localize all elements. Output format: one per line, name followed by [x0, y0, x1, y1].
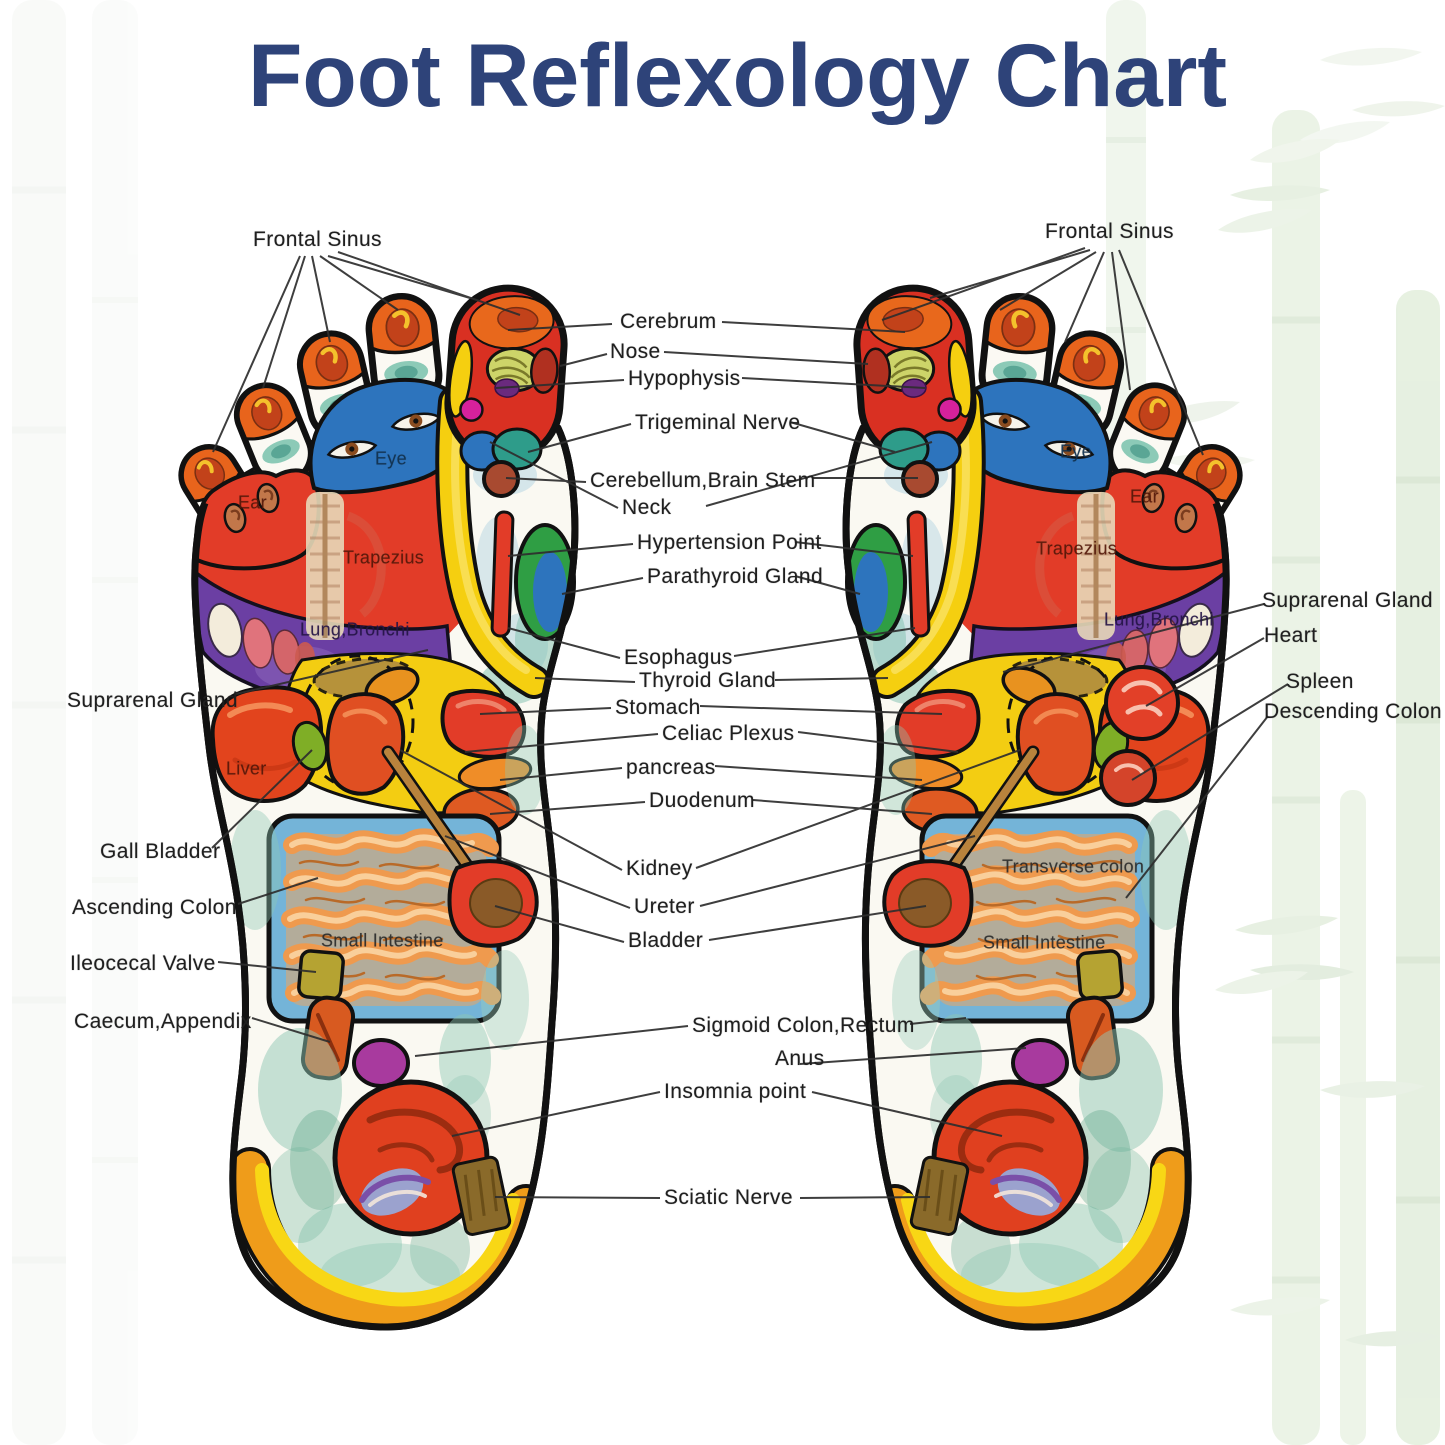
label-hypertension-point: Hypertension Point [637, 531, 822, 554]
left-foot-illustration [171, 284, 575, 1327]
label-frontal-sinus-left: Frontal Sinus [253, 228, 382, 251]
label-hypophysis: Hypophysis [628, 367, 741, 390]
label-caecum-appendix: Caecum,Appendix [74, 1010, 252, 1033]
label-sigmoid-colon-rectum: Sigmoid Colon,Rectum [692, 1014, 915, 1037]
left-foot-eye-label: Eye [375, 448, 407, 469]
label-insomnia-point: Insomnia point [664, 1080, 807, 1103]
label-ileocecal-valve: Ileocecal Valve [70, 952, 216, 975]
right-foot-eye-label: Eye [1060, 441, 1092, 462]
label-suprarenal-gland-left: Suprarenal Gland [67, 689, 239, 712]
label-celiac-plexus: Celiac Plexus [662, 722, 795, 745]
label-cerebellum-brain-stem: Cerebellum,Brain Stem [590, 469, 816, 492]
label-parathyroid-gland: Parathyroid Gland [647, 565, 824, 588]
right-foot-trapezius-label: Trapezius [1036, 538, 1118, 559]
label-ureter: Ureter [634, 895, 695, 918]
label-pancreas: pancreas [626, 756, 716, 779]
label-esophagus: Esophagus [624, 646, 733, 669]
label-nose: Nose [610, 340, 661, 363]
label-descending-colon: Descending Colon [1264, 700, 1443, 723]
left-foot-lung-bronchi-label: Lung,Bronchi [300, 619, 410, 640]
bamboo-watermark [12, 0, 1445, 1445]
label-trigeminal-nerve: Trigeminal Nerve [635, 411, 801, 434]
label-gall-bladder: Gall Bladder [100, 840, 221, 863]
right-foot-ear-label: Ear [1130, 486, 1159, 507]
right-foot-lung-bronchi-label: Lung,Bronchi [1104, 609, 1214, 630]
label-thyroid-gland: Thyroid Gland [639, 669, 777, 692]
right-foot-illustration [846, 284, 1250, 1327]
label-spleen: Spleen [1286, 670, 1354, 693]
page-title: Foot Reflexology Chart [247, 25, 1228, 125]
label-neck: Neck [622, 496, 672, 519]
label-anus: Anus [775, 1047, 825, 1070]
spleen-zone [1099, 749, 1157, 807]
label-frontal-sinus-right: Frontal Sinus [1045, 220, 1174, 243]
left-foot-liver-label: Liver [226, 758, 267, 779]
label-kidney: Kidney [626, 857, 693, 880]
label-suprarenal-gland-right: Suprarenal Gland [1262, 589, 1434, 612]
left-foot-small-intestine-label: Small Intestine [321, 930, 444, 951]
left-foot-ear-label: Ear [238, 492, 267, 513]
right-foot-transverse-colon-label: Transverse colon [1002, 856, 1145, 877]
label-duodenum: Duodenum [649, 789, 755, 812]
label-sciatic-nerve: Sciatic Nerve [664, 1186, 793, 1209]
label-cerebrum: Cerebrum [620, 310, 717, 333]
label-bladder: Bladder [628, 929, 704, 952]
label-stomach: Stomach [615, 696, 701, 719]
left-foot-trapezius-label: Trapezius [343, 547, 425, 568]
label-heart: Heart [1264, 624, 1318, 647]
label-ascending-colon: Ascending Colon [72, 896, 237, 919]
leader-lines [211, 247, 1289, 1199]
heart-zone [1104, 665, 1180, 741]
right-foot-small-intestine-label: Small Intestine [983, 932, 1106, 953]
